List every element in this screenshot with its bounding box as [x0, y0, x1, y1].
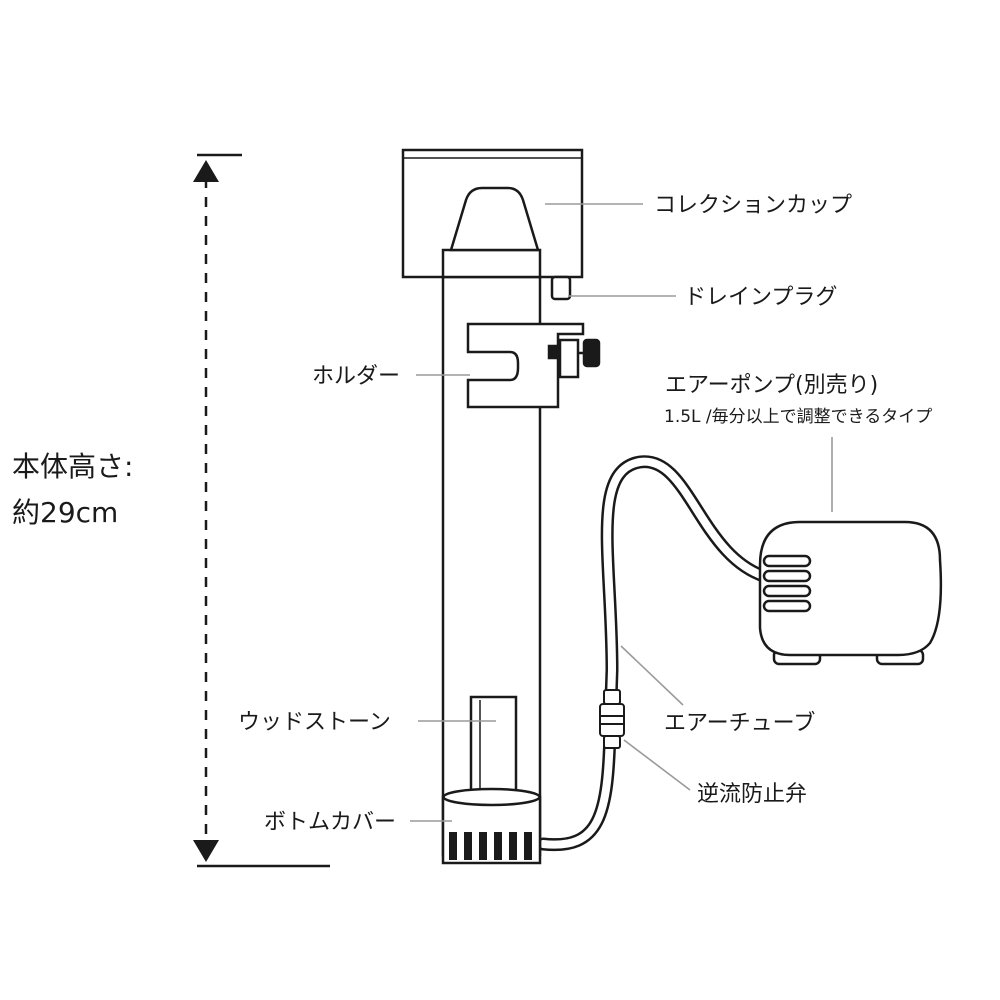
height-dimension: [193, 153, 330, 868]
air-tube: [536, 455, 777, 852]
drain-plug: [550, 275, 572, 301]
height-label-line1: 本体高さ:: [12, 450, 133, 483]
arrow-down-icon: [193, 840, 219, 862]
collection-cup: [401, 148, 584, 279]
bottom-cover-slots-icon: [449, 832, 532, 860]
label-collection-cup: コレクションカップ: [654, 193, 852, 218]
label-wood-stone: ウッドストーン: [238, 710, 391, 735]
holder-screw-knob-icon: [582, 338, 601, 368]
label-air-tube: エアーチューブ: [664, 711, 815, 736]
leader-check-valve: [623, 739, 691, 791]
air-pump-vent-icon: [762, 554, 812, 613]
bottom-cover: [441, 787, 542, 865]
label-air-pump: エアーポンプ(別売り): [665, 373, 878, 398]
leader-air-tube: [620, 645, 684, 706]
check-valve-icon: [599, 689, 625, 749]
label-bottom-cover: ボトムカバー: [264, 810, 396, 835]
label-check-valve: 逆流防止弁: [697, 782, 807, 807]
label-holder: ホルダー: [312, 364, 400, 389]
label-air-pump-note: 1.5L /毎分以上で調整できるタイプ: [664, 407, 932, 427]
height-label-line2: 約29cm: [12, 496, 118, 529]
leader-lines: [410, 203, 833, 822]
arrow-up-icon: [193, 160, 219, 182]
air-pump: [758, 520, 943, 666]
holder: [466, 322, 601, 409]
label-drain-plug: ドレインプラグ: [684, 285, 837, 310]
